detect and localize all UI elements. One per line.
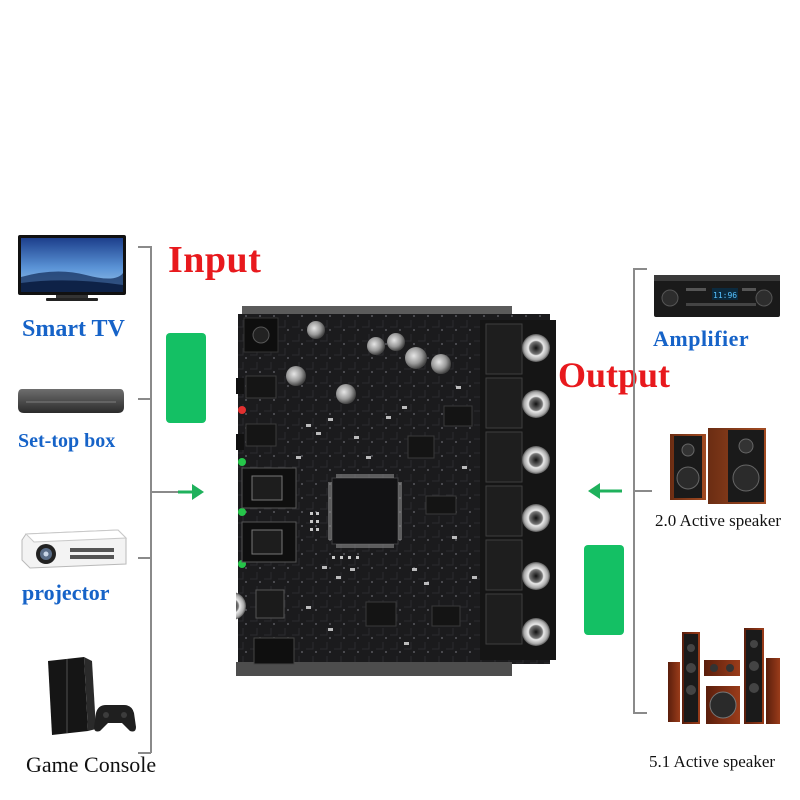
amplifier-display: 11:96 [713,291,738,300]
amplifier-icon [654,275,780,317]
output-title: Output [558,355,671,395]
input-bracket-connector [151,491,181,493]
input-label-smart-tv: Smart TV [22,316,125,342]
input-label-projector: projector [22,580,110,605]
input-tag [166,333,206,423]
input-bracket-tick [138,398,151,400]
input-bracket-tick [138,557,151,559]
output-tag [584,545,624,635]
input-arrow-icon [178,484,204,500]
output-bracket-tick [634,712,647,714]
settop-box-icon [18,389,124,413]
input-bracket-spine [150,246,152,753]
output-arrow-icon [588,483,622,499]
projector-icon [21,529,128,569]
input-title: Input [168,239,262,281]
decoder-board [236,306,556,676]
input-label-settop-box: Set-top box [18,430,116,452]
output-label-amplifier: Amplifier [653,326,750,351]
input-label-game-console: Game Console [26,752,157,777]
game-console-icon [48,657,136,735]
surround-speaker-icon [668,628,780,724]
output-bracket-tick [634,268,647,270]
stereo-speaker-icon [670,428,766,504]
output-label-2-0-speaker: 2.0 Active speaker [655,511,782,530]
input-bracket-tick [138,246,151,248]
output-label-5-1-speaker: 5.1 Active speaker [649,752,776,771]
output-bracket-tick [634,490,652,492]
tv-icon [18,235,126,301]
input-bracket-tick [138,752,151,754]
